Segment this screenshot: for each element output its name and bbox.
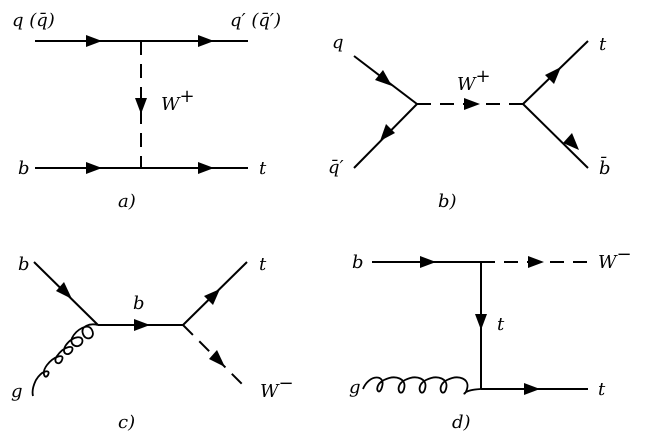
panel-b-boson-name: W <box>457 74 477 95</box>
panel-b-label-top-right: t <box>599 34 607 55</box>
panel-d-boson-name: W <box>598 252 618 273</box>
panel-a-boson-name: W <box>161 94 181 115</box>
panel-d-caption: d) <box>452 412 471 433</box>
panel-d-label-bottom-left: g <box>349 377 361 398</box>
panel-c-w-line <box>182 324 248 390</box>
panel-b-antibottom-line <box>522 103 589 169</box>
panel-b-top-quark-arrow <box>545 67 561 84</box>
panel-d-gluon-line <box>362 376 482 395</box>
panel-c-incoming-bottom-arrow <box>56 282 72 299</box>
panel-a-bottom-arrow-left <box>86 162 102 174</box>
panel-d: b W− t g t d) <box>349 244 632 433</box>
panel-d-w-arrow <box>528 256 544 268</box>
panel-a-boson-sup: + <box>180 86 195 107</box>
panel-b: q q̄′ W+ t b̄ b) <box>328 32 611 212</box>
panel-d-label-top-right: W− <box>598 244 632 273</box>
panel-d-outgoing-top-arrow <box>524 383 540 395</box>
panel-a-caption: a) <box>118 191 136 212</box>
panel-b-incoming-antiquark-arrow <box>380 124 395 141</box>
panel-c-propagator-arrow <box>134 319 150 331</box>
panel-a: q (q̄) q′ (q̄′) W+ b t a) <box>12 10 281 212</box>
panel-d-label-bottom-right: t <box>598 379 606 400</box>
panel-d-boson-sup: − <box>617 244 632 265</box>
panel-a-label-top-right: q′ (q̄′) <box>230 10 281 31</box>
panel-b-label-top-left: q <box>332 32 344 53</box>
panel-c-boson-sup: − <box>279 373 294 394</box>
panel-a-label-bottom-left: b <box>18 158 30 179</box>
panel-c-label-top-right: t <box>259 254 267 275</box>
panel-c-w-arrow <box>209 350 225 367</box>
panel-c-gluon-line <box>31 323 99 397</box>
panel-c: b g b t W− c) <box>11 254 294 433</box>
panel-b-w-arrow <box>464 98 480 110</box>
panel-c-top-quark-arrow <box>204 289 220 305</box>
panel-b-antibottom-arrow <box>563 133 579 150</box>
panel-b-caption: b) <box>438 191 457 212</box>
panel-c-label-propagator: b <box>133 293 145 314</box>
panel-d-incoming-bottom-arrow <box>420 256 436 268</box>
panel-c-label-bottom-right: W− <box>260 373 294 402</box>
panel-a-w-arrow <box>135 98 147 114</box>
panel-c-caption: c) <box>118 412 135 433</box>
panel-c-label-top-left: b <box>18 254 30 275</box>
panel-b-label-boson: W+ <box>457 66 491 95</box>
panel-b-label-bottom-right: b̄ <box>599 155 611 179</box>
panel-b-label-bottom-left: q̄′ <box>328 157 344 178</box>
panel-a-label-boson: W+ <box>161 86 195 115</box>
panel-c-label-bottom-left: g <box>11 381 23 402</box>
panel-a-bottom-arrow-right <box>198 162 214 174</box>
panel-b-incoming-quark-arrow <box>375 70 392 86</box>
panel-a-top-arrow-right <box>198 35 214 47</box>
panel-a-label-bottom-right: t <box>259 158 267 179</box>
panel-a-label-top-left: q (q̄) <box>12 10 55 31</box>
panel-b-boson-sup: + <box>476 66 491 87</box>
panel-a-top-arrow-left <box>86 35 102 47</box>
panel-d-label-propagator: t <box>497 314 505 335</box>
panel-d-label-top-left: b <box>352 252 364 273</box>
panel-d-propagator-arrow <box>475 314 487 330</box>
panel-c-boson-name: W <box>260 381 280 402</box>
